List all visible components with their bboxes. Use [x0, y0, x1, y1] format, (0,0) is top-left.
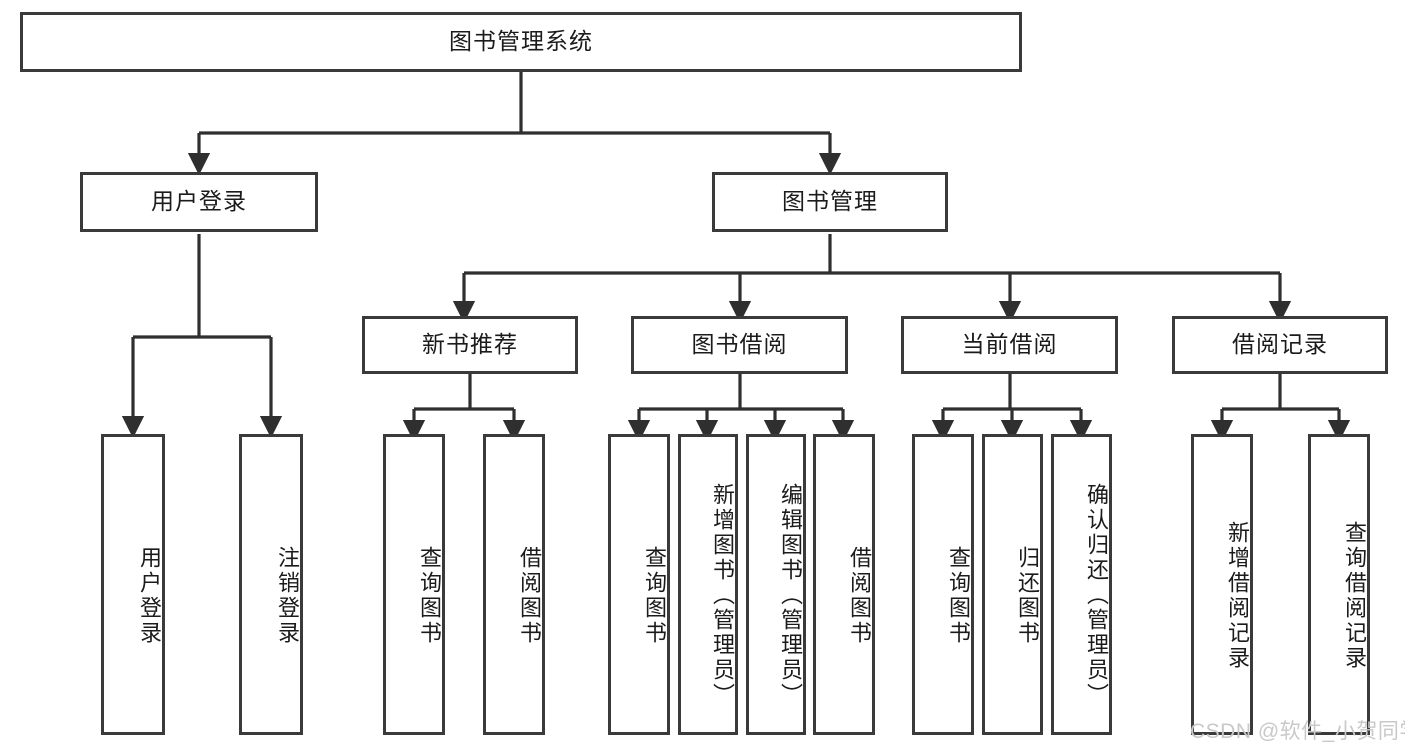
- node-leaf-add-book-label: 新增图书（管理员）: [710, 483, 735, 708]
- node-leaf-borrow-book-2[interactable]: 借阅图书: [813, 434, 875, 735]
- node-leaf-borrow-book-1-label: 借阅图书: [517, 545, 542, 646]
- node-leaf-add-book[interactable]: 新增图书（管理员）: [678, 434, 738, 735]
- node-leaf-user-login-label: 用户登录: [137, 545, 162, 646]
- node-leaf-query-record[interactable]: 查询借阅记录: [1308, 434, 1370, 735]
- node-root-label: 图书管理系统: [449, 28, 593, 55]
- node-borrow-record[interactable]: 借阅记录: [1172, 316, 1388, 374]
- node-leaf-logout-login-label: 注销登录: [275, 545, 300, 646]
- node-leaf-confirm-return[interactable]: 确认归还（管理员）: [1051, 434, 1112, 735]
- node-leaf-logout-login[interactable]: 注销登录: [239, 434, 303, 735]
- node-user-login-label: 用户登录: [151, 188, 247, 215]
- node-borrow-record-label: 借阅记录: [1232, 331, 1328, 358]
- node-new-book-recommend[interactable]: 新书推荐: [362, 316, 578, 374]
- node-leaf-borrow-book-2-label: 借阅图书: [847, 545, 872, 646]
- node-leaf-query-book-3-label: 查询图书: [946, 545, 971, 646]
- csdn-watermark: CSDN @软件_小贺同学: [1190, 720, 1405, 743]
- node-new-book-recommend-label: 新书推荐: [422, 331, 518, 358]
- node-leaf-query-book-2[interactable]: 查询图书: [608, 434, 670, 735]
- node-leaf-edit-book-label: 编辑图书（管理员）: [778, 483, 803, 708]
- node-leaf-user-login[interactable]: 用户登录: [101, 434, 165, 735]
- node-book-manage-label: 图书管理: [782, 188, 878, 215]
- node-leaf-return-book[interactable]: 归还图书: [982, 434, 1043, 735]
- node-book-borrow-label: 图书借阅: [691, 331, 788, 358]
- node-leaf-return-book-label: 归还图书: [1015, 545, 1040, 646]
- node-leaf-edit-book[interactable]: 编辑图书（管理员）: [746, 434, 806, 735]
- node-leaf-query-book-2-label: 查询图书: [642, 545, 667, 646]
- node-book-borrow[interactable]: 图书借阅: [631, 316, 848, 374]
- node-leaf-query-book-1-label: 查询图书: [417, 545, 442, 646]
- node-leaf-add-record[interactable]: 新增借阅记录: [1191, 434, 1253, 735]
- node-root[interactable]: 图书管理系统: [20, 12, 1022, 72]
- node-leaf-query-record-label: 查询借阅记录: [1342, 520, 1367, 671]
- node-leaf-add-record-label: 新增借阅记录: [1225, 520, 1250, 671]
- node-leaf-query-book-1[interactable]: 查询图书: [383, 434, 445, 735]
- node-current-borrow-label: 当前借阅: [961, 331, 1058, 358]
- node-leaf-borrow-book-1[interactable]: 借阅图书: [483, 434, 545, 735]
- node-leaf-query-book-3[interactable]: 查询图书: [912, 434, 974, 735]
- node-current-borrow[interactable]: 当前借阅: [901, 316, 1118, 374]
- node-user-login[interactable]: 用户登录: [80, 172, 318, 232]
- node-leaf-confirm-return-label: 确认归还（管理员）: [1084, 483, 1109, 708]
- node-book-manage[interactable]: 图书管理: [712, 172, 948, 232]
